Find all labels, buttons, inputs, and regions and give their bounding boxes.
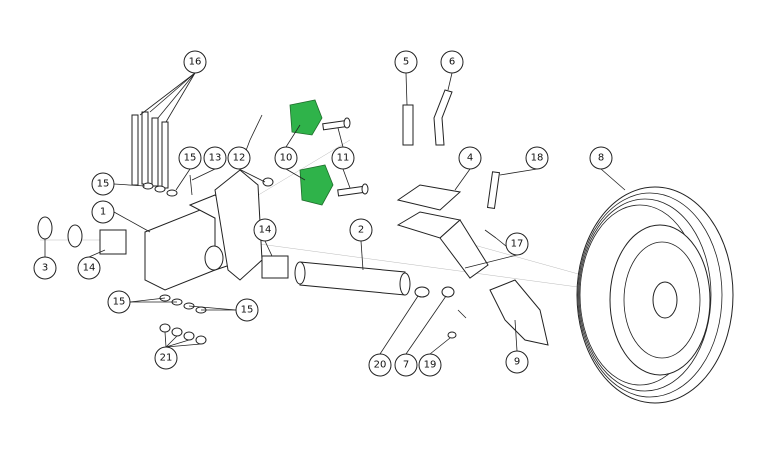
svg-text:2: 2 bbox=[358, 225, 364, 236]
clip-12 bbox=[262, 177, 274, 187]
svg-text:12: 12 bbox=[233, 153, 246, 164]
callout-16: 16 bbox=[183, 50, 207, 74]
callout-10: 10 bbox=[274, 146, 298, 170]
nuts-21 bbox=[159, 323, 207, 345]
callout-3: 3 bbox=[33, 256, 57, 280]
svg-text:4: 4 bbox=[467, 153, 473, 164]
callout-18: 18 bbox=[525, 146, 549, 170]
callout-15b: 15 bbox=[91, 172, 115, 196]
svg-text:7: 7 bbox=[403, 360, 409, 371]
svg-text:17: 17 bbox=[511, 239, 524, 250]
pin-18 bbox=[486, 171, 501, 209]
pins-11 bbox=[322, 117, 369, 197]
svg-text:3: 3 bbox=[42, 263, 48, 274]
callout-17: 17 bbox=[505, 232, 529, 256]
svg-text:13: 13 bbox=[209, 153, 222, 164]
svg-text:5: 5 bbox=[403, 57, 409, 68]
svg-text:15: 15 bbox=[113, 297, 126, 308]
svg-text:18: 18 bbox=[531, 153, 544, 164]
ring bbox=[67, 224, 83, 248]
green-plates-10 bbox=[289, 99, 334, 206]
callout-12: 12 bbox=[227, 146, 251, 170]
bolts-16 bbox=[131, 111, 169, 189]
pin-13 bbox=[189, 174, 193, 196]
svg-text:15: 15 bbox=[97, 179, 110, 190]
svg-text:20: 20 bbox=[374, 360, 387, 371]
callout-21: 21 bbox=[154, 346, 178, 370]
svg-text:21: 21 bbox=[160, 353, 173, 364]
callout-2: 2 bbox=[349, 218, 373, 242]
svg-text:11: 11 bbox=[337, 153, 350, 164]
callout-5: 5 bbox=[394, 50, 418, 74]
svg-text:8: 8 bbox=[598, 153, 604, 164]
callout-15c: 15 bbox=[107, 290, 131, 314]
callout-19: 19 bbox=[418, 353, 442, 377]
wheel-8 bbox=[576, 186, 734, 404]
callout-15: 15 bbox=[178, 146, 202, 170]
nut-20 bbox=[414, 286, 430, 298]
bushing-14 bbox=[99, 229, 289, 279]
callout-11: 11 bbox=[331, 146, 355, 170]
leader-lines bbox=[44, 72, 626, 355]
pin-6 bbox=[433, 89, 453, 146]
callout-14b: 14 bbox=[77, 256, 101, 280]
arm-4 bbox=[396, 184, 489, 279]
svg-text:15: 15 bbox=[184, 153, 197, 164]
callouts: 16 5 6 15 13 12 10 11 4 18 8 15 1 14 2 1… bbox=[33, 50, 613, 377]
bracket-1 bbox=[144, 169, 263, 291]
svg-text:16: 16 bbox=[189, 57, 202, 68]
callout-6: 6 bbox=[440, 50, 464, 74]
callout-4: 4 bbox=[458, 146, 482, 170]
svg-text:10: 10 bbox=[280, 153, 293, 164]
snap-ring-3 bbox=[37, 216, 53, 240]
svg-text:15: 15 bbox=[241, 305, 254, 316]
callout-15d: 15 bbox=[235, 298, 259, 322]
callout-8: 8 bbox=[589, 146, 613, 170]
bolt-17 bbox=[484, 229, 497, 239]
svg-text:14: 14 bbox=[259, 225, 272, 236]
callout-9: 9 bbox=[505, 350, 529, 374]
bolt bbox=[457, 309, 467, 319]
callout-1: 1 bbox=[91, 200, 115, 224]
svg-text:6: 6 bbox=[449, 57, 455, 68]
bracket-9 bbox=[489, 279, 549, 346]
svg-text:9: 9 bbox=[514, 357, 520, 368]
pin-12 bbox=[249, 114, 263, 141]
svg-text:1: 1 bbox=[100, 207, 106, 218]
callout-20: 20 bbox=[368, 353, 392, 377]
callout-14: 14 bbox=[253, 218, 277, 242]
callout-7: 7 bbox=[394, 353, 418, 377]
pin-5 bbox=[402, 104, 414, 146]
nut-19 bbox=[447, 331, 457, 339]
svg-text:19: 19 bbox=[424, 360, 437, 371]
callout-13: 13 bbox=[203, 146, 227, 170]
tube-2 bbox=[294, 261, 411, 296]
bushing-7 bbox=[441, 286, 455, 298]
svg-text:14: 14 bbox=[83, 263, 96, 274]
